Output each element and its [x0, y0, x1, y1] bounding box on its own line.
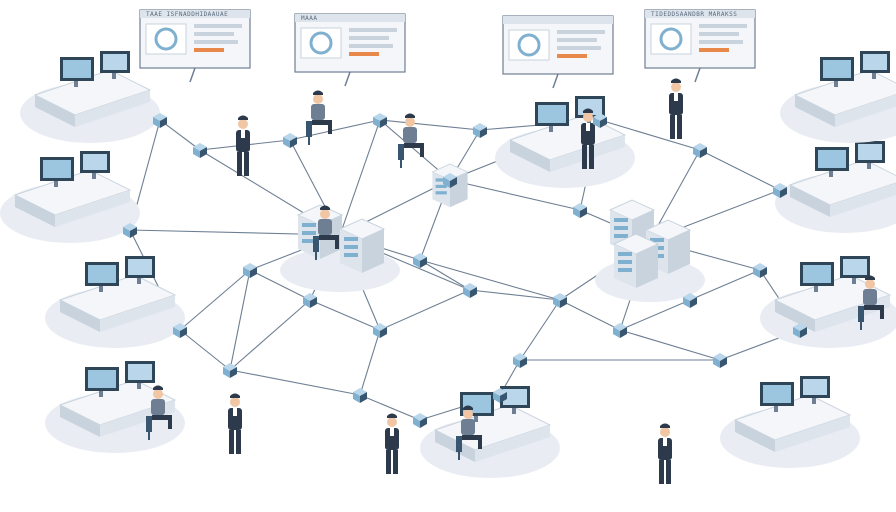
network-link — [159, 119, 201, 151]
network-link — [379, 289, 471, 331]
network-link — [619, 299, 691, 331]
network-link — [419, 259, 561, 301]
network-link — [249, 269, 311, 301]
network-link — [379, 119, 481, 131]
network-node-icon — [413, 413, 427, 428]
person-standing-4 — [658, 423, 672, 484]
network-link — [619, 329, 721, 361]
workstation-left-middle — [44, 255, 186, 349]
network-link — [699, 149, 781, 191]
network-link — [359, 329, 381, 396]
network-link — [689, 269, 761, 301]
network-node-icon — [753, 263, 767, 278]
workstation-right-upper — [774, 140, 896, 234]
network-link — [599, 119, 701, 151]
network-link — [339, 119, 381, 236]
network-node-icon — [513, 353, 527, 368]
network-link — [289, 119, 381, 141]
signboard-dashboard: TAAE ISFNADDHIDAAUAE — [138, 8, 252, 84]
network-node-icon — [303, 293, 317, 308]
network-link — [309, 299, 381, 331]
network-link — [519, 299, 561, 361]
network-node-icon — [373, 323, 387, 338]
person-standing-1 — [236, 115, 250, 176]
signboard-chart-label: TIDEDDSAANDBR MARAKSS — [651, 11, 737, 18]
network-link — [449, 179, 581, 211]
network-node-icon — [283, 133, 297, 148]
network-node-icon — [553, 293, 567, 308]
network-nodes — [123, 113, 807, 428]
person-standing-2 — [228, 393, 242, 454]
network-node-icon — [243, 263, 257, 278]
workstation-top-left — [19, 50, 161, 144]
network-link — [359, 394, 421, 421]
person-seated-2 — [305, 89, 333, 146]
network-node-icon — [573, 203, 587, 218]
workstation-left-upper — [0, 150, 141, 244]
workstation-bottom-right — [719, 375, 861, 469]
signboard-analytics-label: MAAA — [301, 15, 317, 22]
network-node-icon — [353, 388, 367, 403]
workstation-meeting — [494, 95, 636, 189]
network-link — [179, 269, 251, 331]
person-standing-5 — [669, 78, 683, 139]
central-hub — [280, 204, 400, 292]
network-link — [469, 289, 561, 301]
network-node-icon — [693, 143, 707, 158]
workstation-top-right — [779, 50, 896, 144]
network-link — [229, 269, 251, 371]
network-link — [229, 299, 311, 371]
signboard-analytics: MAAA — [293, 12, 407, 88]
network-node-icon — [373, 113, 387, 128]
server-cluster-right — [595, 199, 705, 302]
network-node-icon — [713, 353, 727, 368]
signboard-document — [501, 14, 615, 90]
network-link — [559, 299, 621, 331]
network-link — [229, 369, 361, 396]
network-node-icon — [613, 323, 627, 338]
person-standing-3 — [385, 413, 399, 474]
network-node-icon — [413, 253, 427, 268]
signboard-chart: TIDEDDSAANDBR MARAKSS — [643, 8, 757, 84]
network-node-icon — [193, 143, 207, 158]
workstation-bottom-center — [419, 385, 561, 479]
network-link — [419, 259, 471, 291]
network-node-icon — [473, 123, 487, 138]
signboard-dashboard-label: TAAE ISFNADDHIDAAUAE — [146, 11, 228, 18]
network-link — [179, 329, 231, 371]
network-node-icon — [463, 283, 477, 298]
